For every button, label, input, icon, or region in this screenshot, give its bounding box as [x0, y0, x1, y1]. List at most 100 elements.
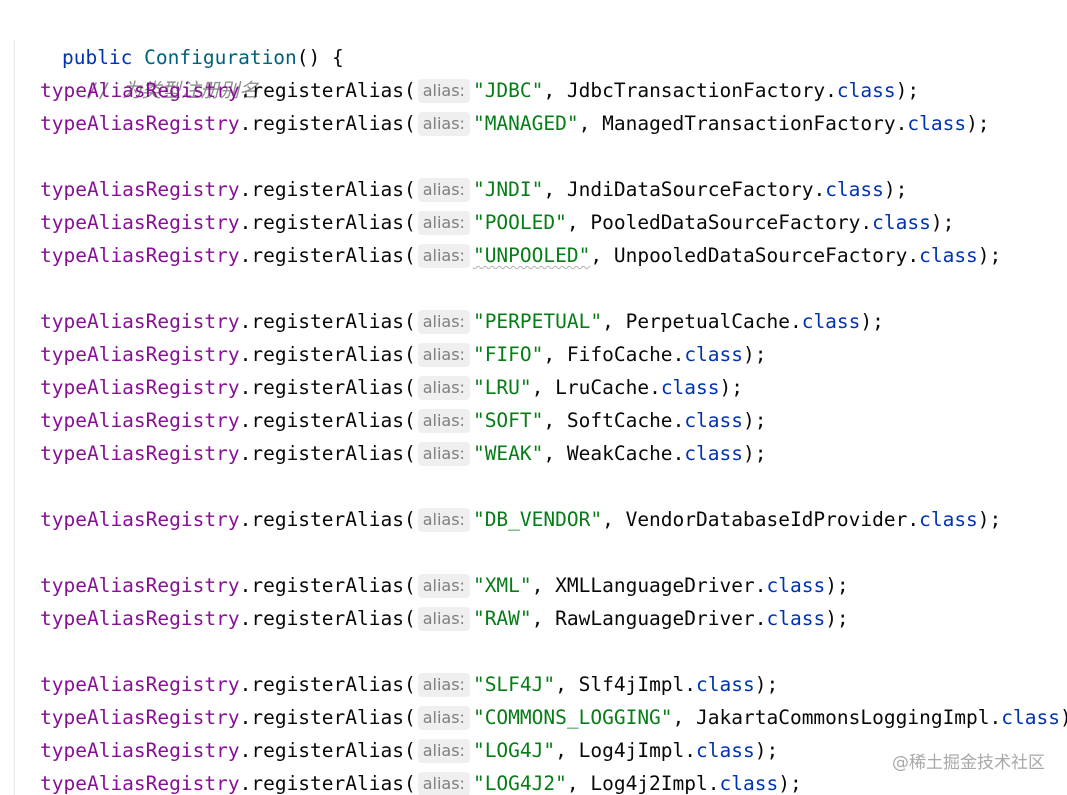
class-reference[interactable]: ManagedTransactionFactory — [602, 112, 896, 135]
class-keyword: class — [660, 376, 720, 399]
parameter-hint: alias: — [417, 772, 470, 795]
method-call[interactable]: registerAlias — [251, 211, 404, 234]
code-line[interactable]: typeAliasRegistry.registerAlias(alias:"L… — [40, 376, 743, 400]
watermark: @稀土掘金技术社区 — [892, 753, 1045, 773]
comment-line[interactable]: // 为类型注册别名 — [40, 41, 259, 102]
field-reference[interactable]: typeAliasRegistry — [40, 343, 240, 366]
code-line[interactable]: typeAliasRegistry.registerAlias(alias:"R… — [40, 607, 849, 631]
field-reference[interactable]: typeAliasRegistry — [40, 376, 240, 399]
method-call[interactable]: registerAlias — [251, 244, 404, 267]
code-line[interactable]: typeAliasRegistry.registerAlias(alias:"W… — [40, 442, 767, 466]
method-call[interactable]: registerAlias — [251, 178, 404, 201]
field-reference[interactable]: typeAliasRegistry — [40, 211, 240, 234]
class-reference[interactable]: UnpooledDataSourceFactory — [613, 244, 908, 267]
method-call[interactable]: registerAlias — [251, 739, 404, 762]
class-reference[interactable]: Slf4jImpl — [578, 673, 685, 696]
field-reference[interactable]: typeAliasRegistry — [40, 574, 240, 597]
code-line[interactable]: typeAliasRegistry.registerAlias(alias:"C… — [40, 706, 1067, 730]
alias-string[interactable]: "PERPETUAL" — [472, 310, 603, 333]
alias-string[interactable]: "RAW" — [472, 607, 532, 630]
field-reference[interactable]: typeAliasRegistry — [40, 178, 240, 201]
class-reference[interactable]: JndiDataSourceFactory — [566, 178, 814, 201]
parameter-hint: alias: — [417, 442, 470, 466]
code-line[interactable]: typeAliasRegistry.registerAlias(alias:"M… — [40, 112, 990, 136]
alias-string[interactable]: "FIFO" — [472, 343, 544, 366]
method-call[interactable]: registerAlias — [251, 409, 404, 432]
field-reference[interactable]: typeAliasRegistry — [40, 607, 240, 630]
code-line[interactable]: typeAliasRegistry.registerAlias(alias:"U… — [40, 244, 1002, 268]
method-call[interactable]: registerAlias — [251, 673, 404, 696]
alias-string[interactable]: "SLF4J" — [472, 673, 556, 696]
class-reference[interactable]: PerpetualCache — [625, 310, 790, 333]
class-reference[interactable]: WeakCache — [566, 442, 673, 465]
class-keyword: class — [684, 409, 744, 432]
class-keyword: class — [801, 310, 861, 333]
code-line[interactable]: typeAliasRegistry.registerAlias(alias:"S… — [40, 409, 767, 433]
alias-string[interactable]: "POOLED" — [472, 211, 567, 234]
method-call[interactable]: registerAlias — [251, 772, 404, 795]
field-reference[interactable]: typeAliasRegistry — [40, 673, 240, 696]
field-reference[interactable]: typeAliasRegistry — [40, 112, 240, 135]
class-reference[interactable]: VendorDatabaseIdProvider — [625, 508, 908, 531]
field-reference[interactable]: typeAliasRegistry — [40, 706, 240, 729]
class-keyword: class — [907, 112, 967, 135]
code-line[interactable]: typeAliasRegistry.registerAlias(alias:"L… — [40, 739, 779, 763]
field-reference[interactable]: typeAliasRegistry — [40, 244, 240, 267]
field-reference[interactable]: typeAliasRegistry — [40, 508, 240, 531]
method-signature-line[interactable]: public Configuration() { — [15, 8, 344, 69]
alias-string[interactable]: "MANAGED" — [472, 112, 579, 135]
code-line[interactable]: typeAliasRegistry.registerAlias(alias:"P… — [40, 310, 884, 334]
code-line[interactable]: typeAliasRegistry.registerAlias(alias:"X… — [40, 574, 849, 598]
code-line[interactable]: typeAliasRegistry.registerAlias(alias:"P… — [40, 211, 955, 235]
code-line[interactable]: typeAliasRegistry.registerAlias(alias:"F… — [40, 343, 767, 367]
code-line[interactable]: typeAliasRegistry.registerAlias(alias:"L… — [40, 772, 802, 795]
class-reference[interactable]: PooledDataSourceFactory — [590, 211, 861, 234]
method-call[interactable]: registerAlias — [251, 343, 404, 366]
class-reference[interactable]: JakartaCommonsLoggingImpl — [696, 706, 990, 729]
class-reference[interactable]: LruCache — [555, 376, 650, 399]
parameter-hint: alias: — [417, 739, 470, 763]
field-reference[interactable]: typeAliasRegistry — [40, 409, 240, 432]
alias-string[interactable]: "SOFT" — [472, 409, 544, 432]
alias-string[interactable]: "COMMONS_LOGGING" — [472, 706, 673, 729]
code-line[interactable]: typeAliasRegistry.registerAlias(alias:"D… — [40, 508, 1002, 532]
field-reference[interactable]: typeAliasRegistry — [40, 739, 240, 762]
class-keyword: class — [696, 739, 755, 762]
code-line[interactable]: typeAliasRegistry.registerAlias(alias:"S… — [40, 673, 779, 697]
alias-string[interactable]: "LOG4J" — [472, 739, 556, 762]
method-call[interactable]: registerAlias — [251, 508, 404, 531]
method-call[interactable]: registerAlias — [251, 310, 404, 333]
class-reference[interactable]: XMLLanguageDriver — [555, 574, 755, 597]
parameter-hint: alias: — [417, 343, 470, 367]
field-reference[interactable]: typeAliasRegistry — [40, 442, 240, 465]
alias-string[interactable]: "UNPOOLED" — [472, 244, 591, 267]
alias-string[interactable]: "JNDI" — [472, 178, 544, 201]
method-call[interactable]: registerAlias — [251, 112, 404, 135]
class-reference[interactable]: Log4j2Impl — [590, 772, 708, 795]
method-call[interactable]: registerAlias — [251, 574, 404, 597]
field-reference[interactable]: typeAliasRegistry — [40, 310, 240, 333]
class-reference[interactable]: SoftCache — [566, 409, 673, 432]
method-call[interactable]: registerAlias — [251, 442, 404, 465]
class-keyword: class — [919, 244, 978, 267]
alias-string[interactable]: "WEAK" — [472, 442, 544, 465]
field-reference[interactable]: typeAliasRegistry — [40, 79, 240, 102]
method-call[interactable]: registerAlias — [251, 79, 404, 102]
class-reference[interactable]: FifoCache — [566, 343, 673, 366]
field-reference[interactable]: typeAliasRegistry — [40, 772, 240, 795]
class-reference[interactable]: RawLanguageDriver — [555, 607, 755, 630]
alias-string[interactable]: "JDBC" — [472, 79, 544, 102]
class-reference[interactable]: Log4jImpl — [578, 739, 685, 762]
code-line[interactable]: typeAliasRegistry.registerAlias(alias:"J… — [40, 79, 920, 103]
alias-string[interactable]: "LRU" — [472, 376, 532, 399]
method-call[interactable]: registerAlias — [251, 607, 404, 630]
method-call[interactable]: registerAlias — [251, 706, 404, 729]
alias-string[interactable]: "DB_VENDOR" — [472, 508, 603, 531]
comment-text: 为类型注册别名 — [122, 79, 259, 102]
code-line[interactable]: typeAliasRegistry.registerAlias(alias:"J… — [40, 178, 908, 202]
alias-string[interactable]: "LOG4J2" — [472, 772, 567, 795]
method-call[interactable]: registerAlias — [251, 376, 404, 399]
class-reference[interactable]: JdbcTransactionFactory — [566, 79, 826, 102]
alias-string[interactable]: "XML" — [472, 574, 532, 597]
